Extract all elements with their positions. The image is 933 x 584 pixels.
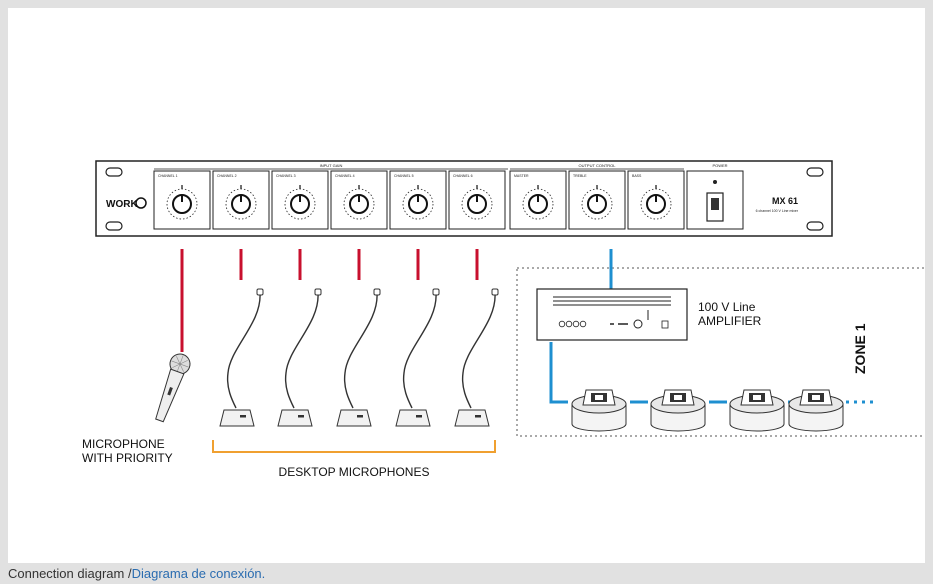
ceiling-speaker-icon xyxy=(571,389,627,432)
desktop-microphone-icon xyxy=(219,288,264,427)
channel-label: CHANNEL 1 xyxy=(158,174,178,178)
treble-panel: TREBLE xyxy=(568,170,626,230)
rack-hole-icon xyxy=(105,221,123,231)
desktop-microphone-icon xyxy=(277,288,322,427)
bass-panel: BASS xyxy=(627,170,685,230)
channel-label: CHANNEL 6 xyxy=(453,174,473,178)
mic-cables xyxy=(180,249,479,352)
amplifier-label-line1: 100 V Line xyxy=(698,300,756,314)
model-subtitle: 6 channel 100 V Line mixer xyxy=(756,209,799,213)
amplifier-icon xyxy=(536,288,688,341)
channel-label: CHANNEL 5 xyxy=(394,174,414,178)
desktop-microphone-icon xyxy=(395,288,440,427)
channel-panel-2: CHANNEL 2 xyxy=(212,170,270,230)
rack-hole-icon xyxy=(806,167,824,177)
control-label: BASS xyxy=(632,174,642,178)
priority-mic-label-line2: WITH PRIORITY xyxy=(82,451,173,465)
speaker-cables xyxy=(549,249,878,404)
logo-icon xyxy=(135,197,147,209)
caption-bar: Connection diagram / Diagrama de conexió… xyxy=(0,563,933,584)
control-label: MASTER xyxy=(514,174,529,178)
control-label: TREBLE xyxy=(573,174,587,178)
desktop-mics-bracket xyxy=(212,440,496,453)
channel-label: CHANNEL 4 xyxy=(335,174,355,178)
handheld-microphone-icon xyxy=(155,353,191,423)
channel-panel-6: CHANNEL 6 xyxy=(448,170,506,230)
channel-panel-3: CHANNEL 3 xyxy=(271,170,329,230)
ceiling-speaker-icon xyxy=(788,389,844,432)
section-output-control: OUTPUT CONTROL xyxy=(578,163,616,168)
desktop-microphone-icon xyxy=(336,288,381,427)
channel-panel-5: CHANNEL 5 xyxy=(389,170,447,230)
caption-english: Connection diagram / xyxy=(8,566,132,581)
channel-panel-1: CHANNEL 1 xyxy=(153,170,211,230)
ceiling-speaker-icon xyxy=(729,389,785,432)
caption-spanish-link[interactable]: Diagrama de conexión. xyxy=(131,566,266,581)
connection-diagram: WORK INPUT GAIN OUTPUT CONTROL POWER CHA… xyxy=(82,160,933,479)
power-led-icon xyxy=(713,180,717,184)
channel-label: CHANNEL 2 xyxy=(217,174,237,178)
zone-label: ZONE 1 xyxy=(852,323,868,374)
channel-panel-4: CHANNEL 4 xyxy=(330,170,388,230)
model-name: MX 61 xyxy=(772,196,798,206)
master-panel: MASTER xyxy=(509,170,567,230)
desktop-mics-label: DESKTOP MICROPHONES xyxy=(279,465,430,479)
rack-hole-icon xyxy=(806,221,824,231)
channel-label: CHANNEL 3 xyxy=(276,174,296,178)
brand-logo: WORK xyxy=(106,199,138,210)
zone-boundary xyxy=(516,267,933,437)
desktop-microphone-icon xyxy=(454,288,499,427)
section-input-gain: INPUT GAIN xyxy=(320,163,343,168)
section-power: POWER xyxy=(712,163,727,168)
mixer-rack-unit: WORK INPUT GAIN OUTPUT CONTROL POWER CHA… xyxy=(95,160,833,237)
ceiling-speaker-icon xyxy=(650,389,706,432)
priority-mic-label-line1: MICROPHONE xyxy=(82,437,165,451)
amplifier-label-line2: AMPLIFIER xyxy=(698,314,762,328)
rack-hole-icon xyxy=(105,167,123,177)
power-panel xyxy=(686,170,744,230)
